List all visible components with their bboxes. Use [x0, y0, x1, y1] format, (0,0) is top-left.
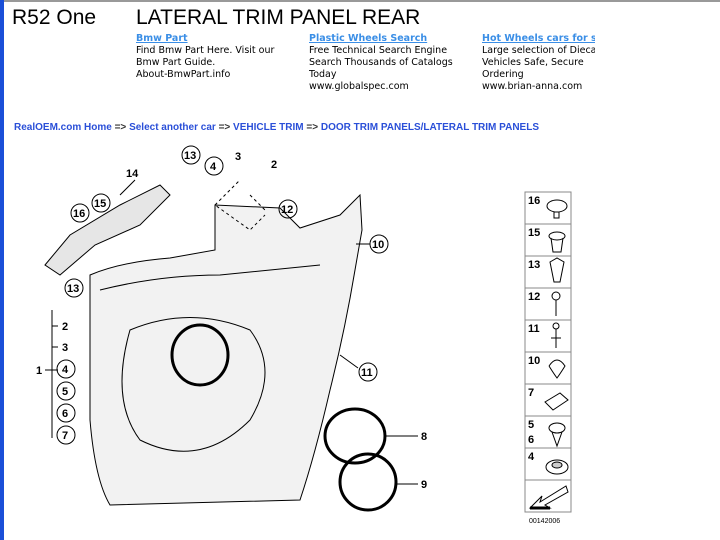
ad-bmw-part: Bmw Part Find Bmw Part Here. Visit our B… — [136, 33, 306, 81]
callout-4: 4 — [210, 161, 217, 173]
legend-part-icons — [528, 199, 569, 510]
list-1: 1 — [36, 365, 42, 377]
list-5: 5 — [62, 386, 68, 398]
ad-text: Today — [309, 69, 337, 80]
list-2: 2 — [62, 321, 68, 333]
legend-labels: 16 15 13 12 11 10 7 5 6 4 00142006 — [528, 195, 560, 525]
breadcrumb-select-car[interactable]: Select another car — [129, 122, 216, 133]
callout-16: 16 — [73, 208, 85, 220]
page-title: LATERAL TRIM PANEL REAR — [136, 6, 421, 29]
callout-11: 11 — [361, 367, 373, 379]
speaker-ring — [170, 323, 230, 387]
separator: => — [114, 122, 127, 133]
list-4: 4 — [62, 364, 69, 376]
ad-link[interactable]: Bmw Part — [136, 33, 188, 44]
list-3: 3 — [62, 342, 68, 354]
ad-text: About-BmwPart.info — [136, 69, 231, 80]
leader-lines — [45, 179, 418, 485]
window-top-border — [4, 0, 720, 2]
ad-hot-wheels: Hot Wheels cars for sale Large selection… — [482, 33, 595, 93]
callout-2: 2 — [271, 159, 277, 171]
ad-link[interactable]: Hot Wheels cars for sale — [482, 33, 595, 44]
legend-16: 16 — [528, 195, 540, 207]
callout-9: 9 — [421, 479, 427, 491]
legend-11: 11 — [528, 323, 540, 335]
list-7: 7 — [62, 430, 68, 442]
legend-12: 12 — [528, 291, 540, 303]
callout-8: 8 — [421, 431, 427, 443]
callout-13: 13 — [184, 150, 196, 162]
ad-text: Large selection of Diecast — [482, 45, 595, 56]
ad-link[interactable]: Plastic Wheels Search — [309, 33, 428, 44]
callout-13b: 13 — [67, 283, 79, 295]
legend-5: 5 — [528, 419, 534, 431]
callout-3: 3 — [235, 151, 241, 163]
ad-text: Search Thousands of Catalogs — [309, 57, 453, 68]
parts-legend — [524, 191, 572, 513]
legend-7: 7 — [528, 387, 534, 399]
trim-panel — [89, 193, 363, 506]
ad-plastic-wheels: Plastic Wheels Search Free Technical Sea… — [309, 33, 479, 93]
callout-15: 15 — [94, 198, 106, 210]
ad-text: www.globalspec.com — [309, 81, 409, 92]
breadcrumb-home[interactable]: RealOEM.com Home — [14, 122, 112, 133]
callout-12: 12 — [281, 204, 293, 216]
legend-10: 10 — [528, 355, 540, 367]
ring-9 — [338, 452, 398, 512]
legend-4: 4 — [528, 451, 535, 463]
callout-10: 10 — [372, 239, 384, 251]
model-name: R52 One — [12, 6, 97, 29]
separator: => — [306, 122, 319, 133]
ad-text: Vehicles Safe, Secure — [482, 57, 584, 68]
panel-inner — [99, 264, 321, 452]
legend-6: 6 — [528, 434, 534, 446]
legend-13: 13 — [528, 259, 540, 271]
diagram-code: 00142006 — [529, 518, 560, 525]
breadcrumb-vehicle-trim[interactable]: VEHICLE TRIM — [233, 122, 304, 133]
ad-text: Find Bmw Part Here. Visit our — [136, 45, 275, 56]
separator: => — [218, 122, 231, 133]
legend-15: 15 — [528, 227, 540, 239]
callouts: 13 4 3 2 12 14 15 16 10 13 11 8 9 1 2 3 … — [36, 145, 427, 491]
ad-text: Free Technical Search Engine — [309, 45, 448, 56]
ad-text: Ordering — [482, 69, 524, 80]
cross-dashes — [214, 179, 266, 245]
ad-text: Bmw Part Guide. — [136, 57, 216, 68]
ad-text: www.brian-anna.com — [482, 81, 583, 92]
window-border — [0, 0, 4, 540]
breadcrumb: RealOEM.com Home => Select another car =… — [14, 122, 539, 133]
upper-pillar — [44, 184, 171, 276]
callout-14: 14 — [126, 168, 139, 180]
list-6: 6 — [62, 408, 68, 420]
breadcrumb-door-trim[interactable]: DOOR TRIM PANELS/LATERAL TRIM PANELS — [320, 122, 539, 133]
